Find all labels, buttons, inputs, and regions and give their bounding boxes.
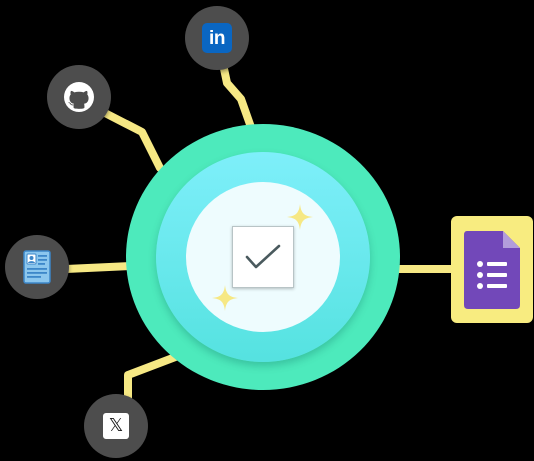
x-logo-text: 𝕏 xyxy=(108,415,124,436)
google-forms-node[interactable] xyxy=(451,216,533,323)
linkedin-node[interactable]: in xyxy=(185,6,249,70)
github-node[interactable] xyxy=(47,65,111,129)
sparkle-icon xyxy=(287,204,313,230)
x-node[interactable]: 𝕏 xyxy=(84,394,148,458)
connector-x xyxy=(124,352,182,402)
checkbox-checked-icon xyxy=(232,226,294,288)
connector-linkedin xyxy=(219,60,256,134)
github-icon xyxy=(64,82,94,112)
resume-node[interactable] xyxy=(5,235,69,299)
connector-resume xyxy=(62,262,134,273)
linkedin-logo-text: in xyxy=(209,27,225,49)
linkedin-icon: in xyxy=(202,23,232,53)
sparkle-icon xyxy=(212,285,238,311)
resume-document-icon xyxy=(23,250,51,284)
x-logo-icon: 𝕏 xyxy=(103,413,129,439)
connector-github xyxy=(101,109,164,172)
google-forms-icon xyxy=(464,230,520,309)
